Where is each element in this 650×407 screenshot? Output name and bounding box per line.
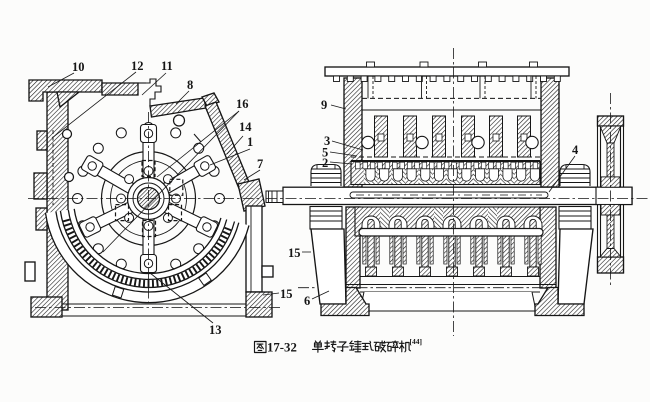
svg-text:6: 6 <box>304 294 310 308</box>
svg-text:8: 8 <box>187 78 193 92</box>
svg-text:15: 15 <box>280 287 293 301</box>
svg-text:15: 15 <box>288 246 301 260</box>
svg-text:7: 7 <box>257 157 263 171</box>
svg-text:1: 1 <box>247 135 253 149</box>
svg-text:9: 9 <box>321 98 327 112</box>
svg-text:11: 11 <box>161 59 173 73</box>
svg-text:[44]: [44] <box>410 337 423 346</box>
svg-text:10: 10 <box>72 60 85 74</box>
svg-text:16: 16 <box>236 97 249 111</box>
svg-text:12: 12 <box>131 59 144 73</box>
svg-text:14: 14 <box>239 120 252 134</box>
svg-text:4: 4 <box>572 143 579 157</box>
svg-text:13: 13 <box>209 323 222 337</box>
svg-text:17-32: 17-32 <box>267 341 297 355</box>
svg-text:2: 2 <box>322 156 328 170</box>
